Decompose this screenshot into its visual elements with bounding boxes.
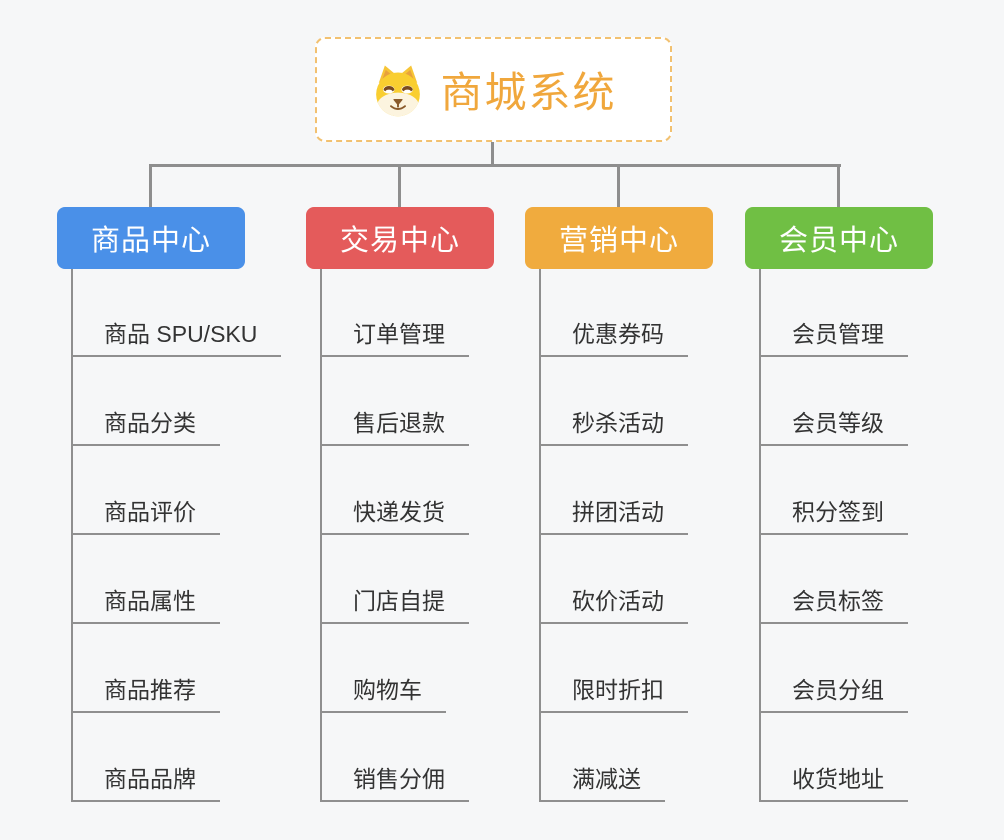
branch-connector-drop-3 [617,164,620,208]
branch-connector-drop-2 [398,164,401,208]
leaf-node[interactable]: 快递发货 [320,497,469,535]
leaf-node[interactable]: 商品评价 [71,497,220,535]
branch-connector-drop-4 [837,164,840,208]
branch-spine [539,269,541,802]
leaf-node[interactable]: 会员分组 [759,675,908,713]
root-connector-stub [491,141,494,167]
leaf-node[interactable]: 商品分类 [71,408,220,446]
leaf-node[interactable]: 砍价活动 [539,586,688,624]
leaf-node[interactable]: 积分签到 [759,497,908,535]
branch-column-marketing: 营销中心 优惠券码 秒杀活动 拼团活动 砍价活动 限时折扣 满减送 [525,207,775,840]
leaf-node[interactable]: 购物车 [320,675,446,713]
branch-column-trade: 交易中心 订单管理 售后退款 快递发货 门店自提 购物车 销售分佣 [306,207,556,840]
leaf-node[interactable]: 门店自提 [320,586,469,624]
branch-node-marketing[interactable]: 营销中心 [525,207,713,269]
leaf-node[interactable]: 优惠券码 [539,319,688,357]
branch-column-product: 商品中心 商品 SPU/SKU 商品分类 商品评价 商品属性 商品推荐 商品品牌 [57,207,307,840]
leaf-node[interactable]: 收货地址 [759,764,908,802]
branch-node-member[interactable]: 会员中心 [745,207,933,269]
branch-connector-drop-1 [149,164,152,208]
branch-column-member: 会员中心 会员管理 会员等级 积分签到 会员标签 会员分组 收货地址 [745,207,995,840]
leaf-node[interactable]: 会员标签 [759,586,908,624]
leaf-node[interactable]: 会员等级 [759,408,908,446]
leaf-node[interactable]: 会员管理 [759,319,908,357]
leaf-node[interactable]: 商品推荐 [71,675,220,713]
branch-node-trade[interactable]: 交易中心 [306,207,494,269]
branch-connector-bar [149,164,841,167]
leaf-node[interactable]: 商品 SPU/SKU [71,319,282,357]
branch-spine [759,269,761,802]
branch-spine [71,269,73,802]
leaf-node[interactable]: 秒杀活动 [539,408,688,446]
branch-spine [320,269,322,802]
leaf-node[interactable]: 拼团活动 [539,497,688,535]
leaf-node[interactable]: 销售分佣 [320,764,469,802]
leaf-node[interactable]: 商品属性 [71,586,220,624]
leaf-node[interactable]: 售后退款 [320,408,469,446]
root-node[interactable]: 商城系统 [315,37,672,142]
leaf-node[interactable]: 商品品牌 [71,764,220,802]
leaf-node[interactable]: 订单管理 [320,319,469,357]
branch-node-product[interactable]: 商品中心 [57,207,245,269]
leaf-node[interactable]: 满减送 [539,764,665,802]
leaf-node[interactable]: 限时折扣 [539,675,688,713]
shiba-dog-icon [376,65,421,116]
root-title: 商城系统 [440,69,617,116]
